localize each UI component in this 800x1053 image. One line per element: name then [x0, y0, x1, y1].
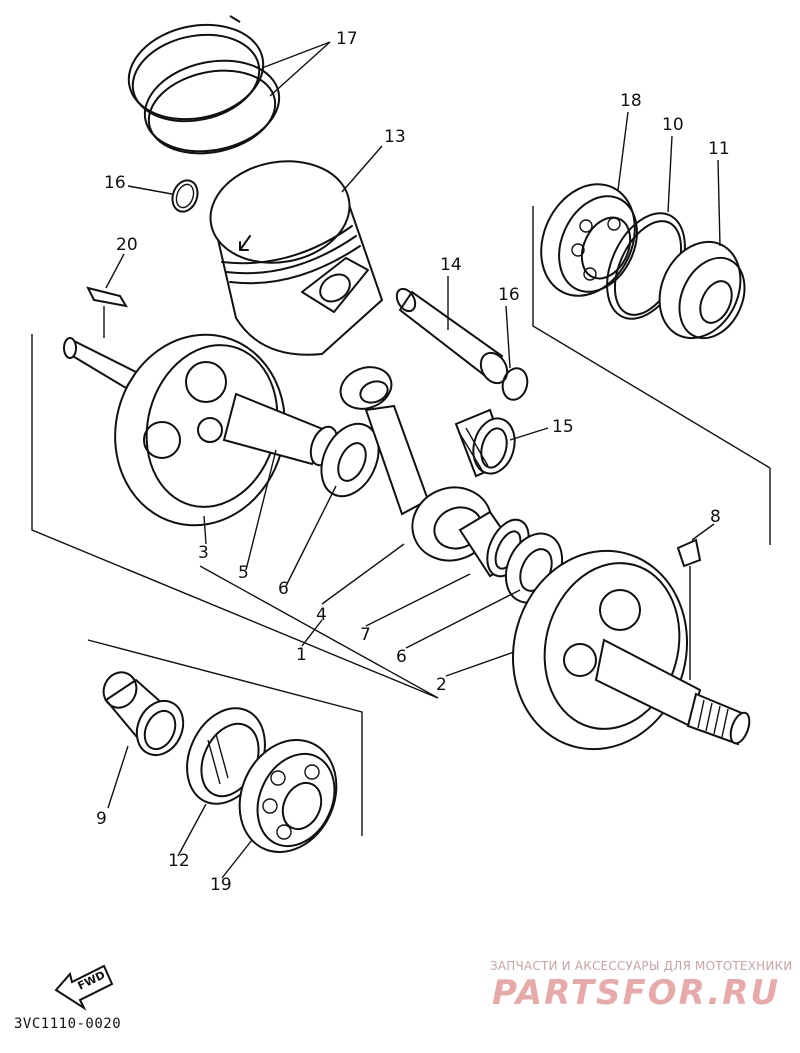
callout-16-lower: 16	[498, 285, 520, 305]
callout-14: 14	[440, 255, 462, 275]
callout-18: 18	[620, 91, 642, 111]
leader-lines	[105, 41, 721, 879]
crankshaft-assembly-bracket	[31, 334, 439, 699]
piston-rings-part	[127, 15, 281, 155]
callout-4: 4	[316, 605, 327, 625]
needle-bearing-small-end-part	[454, 408, 516, 478]
piston-part	[209, 160, 383, 356]
callout-3: 3	[198, 543, 209, 563]
bearing-group-bracket	[87, 639, 363, 836]
callout-7: 7	[360, 625, 371, 645]
collar-part	[102, 671, 185, 757]
callout-5: 5	[238, 563, 249, 583]
oil-seal-right-part	[658, 240, 746, 340]
washer-left-part	[320, 422, 380, 498]
key-part	[86, 286, 129, 338]
diagram-code: 3VC1110-0020	[14, 1016, 122, 1032]
ball-bearing-lower-part	[238, 738, 338, 854]
key-right-part	[676, 538, 702, 680]
crankshaft-right-part	[511, 549, 751, 751]
callout-17: 17	[336, 29, 358, 49]
callout-1: 1	[296, 645, 307, 665]
callout-labels: 17 18 10 11 16 13 20 14 16 15 8 3 5 6 4 …	[96, 29, 730, 895]
callout-6-lower: 6	[396, 647, 407, 667]
watermark-logo: PARTSFOR.RU	[492, 973, 781, 1013]
callout-15: 15	[552, 417, 574, 437]
callout-10: 10	[662, 115, 684, 135]
bearing-right-part	[540, 183, 638, 297]
callout-8: 8	[710, 507, 721, 527]
watermark-tagline: ЗАПЧАСТИ И АКСЕССУАРЫ ДЛЯ МОТОТЕХНИКИ	[490, 959, 793, 973]
fwd-arrow-icon: FWD	[54, 964, 114, 1011]
callout-11: 11	[708, 139, 730, 159]
callout-13: 13	[384, 127, 406, 147]
circlip-lower-part	[501, 367, 529, 401]
crankshaft-left-part	[63, 333, 339, 527]
needle-bearing-big-end-part	[458, 510, 530, 578]
callout-9: 9	[96, 809, 107, 829]
callout-6-upper: 6	[278, 579, 289, 599]
oil-seal-group-bracket	[532, 206, 771, 545]
callout-12: 12	[168, 851, 190, 871]
callout-20: 20	[116, 235, 138, 255]
callout-19: 19	[210, 875, 232, 895]
circlip-upper-part	[171, 179, 199, 213]
piston-pin-part	[395, 287, 509, 385]
callout-16-upper: 16	[104, 173, 126, 193]
callout-2: 2	[436, 675, 447, 695]
